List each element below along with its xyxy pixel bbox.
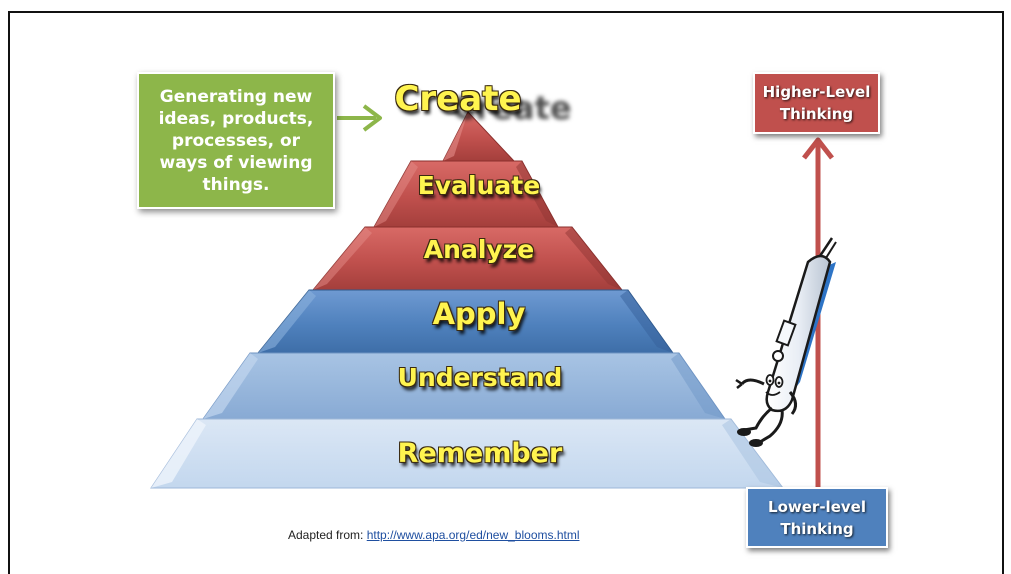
higher-level-line2: Thinking [779,105,854,123]
level-label-create: Create [394,79,522,119]
lower-level-line1: Lower-level [768,497,866,516]
source-citation: Adapted from: http://www.apa.org/ed/new_… [288,528,580,542]
create-label-shadow: Create [452,89,572,127]
level-label-remember: Remember [397,438,563,469]
source-link[interactable]: http://www.apa.org/ed/new_blooms.html [366,528,580,542]
lower-level-line2: Thinking [780,519,854,538]
slide-border-right [1002,11,1004,574]
create-description-box: Generating new ideas, products, processe… [137,72,335,209]
source-prefix: Adapted from: [288,528,367,542]
level-label-evaluate: Evaluate [417,171,541,200]
level-label-apply: Apply [432,297,526,331]
slide-border-top [8,11,1004,13]
lower-level-thinking-box: Lower-level Thinking [746,487,888,548]
create-description-text: Generating new ideas, products, processe… [158,86,314,195]
thermometer-character-icon [735,237,837,447]
arrow-right-icon [337,104,382,132]
level-label-analyze: Analyze [423,235,535,264]
level-label-understand: Understand [397,363,563,392]
higher-level-line1: Higher-Level [762,83,871,101]
slide-border-left [8,11,10,574]
higher-level-thinking-box: Higher-Level Thinking [753,72,880,134]
